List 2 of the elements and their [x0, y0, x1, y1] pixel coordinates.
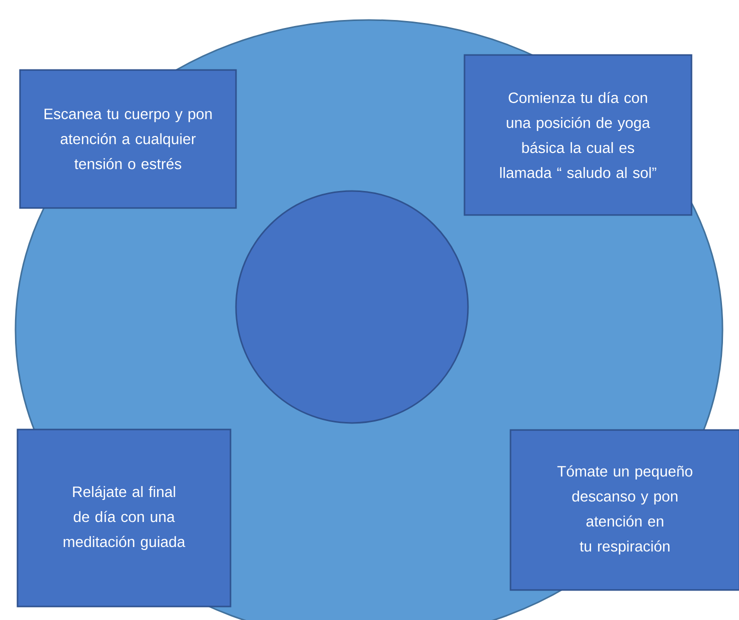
inner-circle — [235, 190, 469, 424]
text-box: Tómate un pequeño descanso y pon atención en tu respiración — [510, 429, 739, 591]
